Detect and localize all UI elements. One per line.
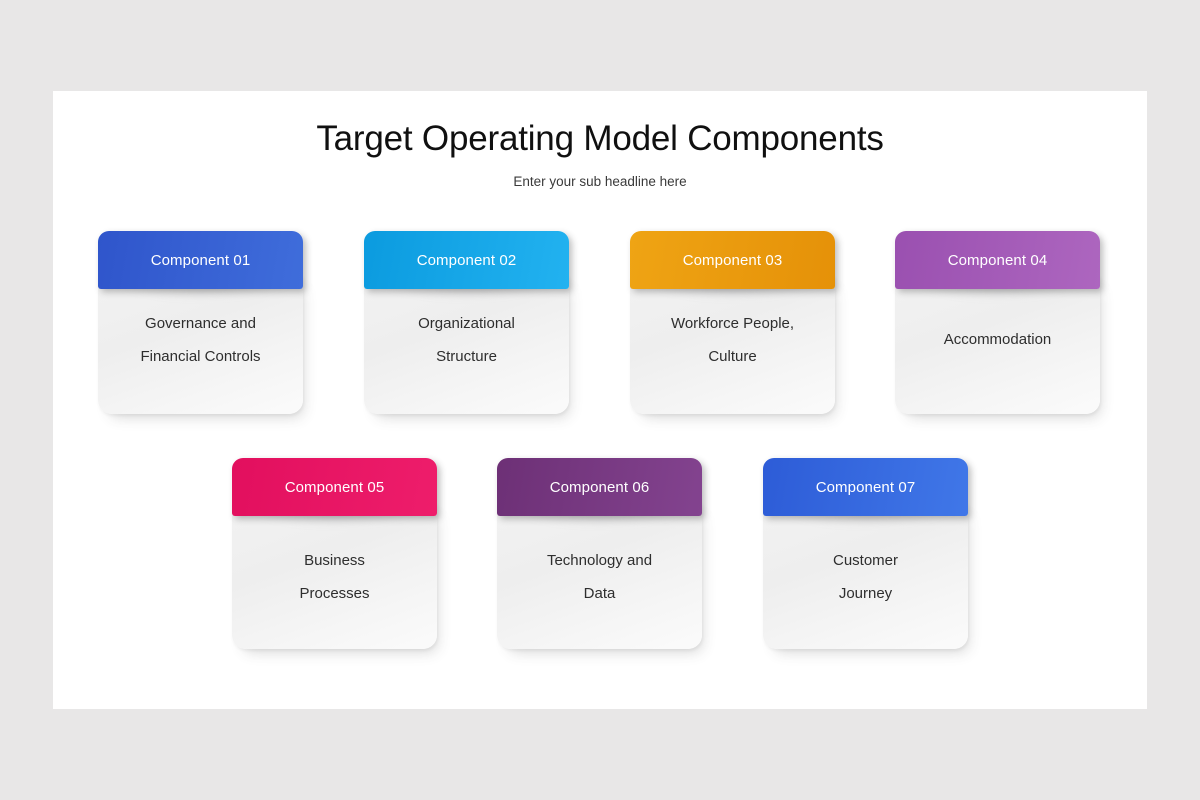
card-header-label-6: Component 06 (549, 478, 650, 496)
card-body-text-1: Governance and Financial Controls (140, 315, 261, 365)
card-header-6[interactable]: Component 06 (497, 458, 702, 516)
card-header-label-3: Component 03 (682, 251, 783, 269)
card-body-text-7: Customer Journey (832, 552, 899, 602)
card-body-6: Technology and Data (497, 502, 702, 649)
card-header-1[interactable]: Component 01 (98, 231, 303, 289)
card-body-1: Governance and Financial Controls (98, 275, 303, 414)
card-header-2[interactable]: Component 02 (364, 231, 569, 289)
page-title: Target Operating Model Components (316, 119, 884, 158)
page-subtitle: Enter your sub headline here (513, 174, 687, 189)
slide-canvas: Target Operating Model Components Enter … (53, 91, 1147, 709)
card-header-label-5: Component 05 (284, 478, 385, 496)
card-body-5: Business Processes (232, 502, 437, 649)
card-header-label-1: Component 01 (150, 251, 251, 269)
card-header-label-7: Component 07 (815, 478, 916, 496)
card-body-4: Accommodation (895, 275, 1100, 414)
card-body-text-5: Business Processes (299, 552, 370, 602)
card-header-label-4: Component 04 (947, 251, 1048, 269)
card-body-text-3: Workforce People, Culture (670, 315, 795, 365)
card-body-7: Customer Journey (763, 502, 968, 649)
card-body-text-6: Technology and Data (546, 552, 653, 602)
card-header-4[interactable]: Component 04 (895, 231, 1100, 289)
card-header-5[interactable]: Component 05 (232, 458, 437, 516)
card-body-text-2: Organizational Structure (418, 315, 515, 365)
card-body-text-4: Accommodation (943, 331, 1052, 348)
card-body-3: Workforce People, Culture (630, 275, 835, 414)
card-header-label-2: Component 02 (416, 251, 517, 269)
card-header-7[interactable]: Component 07 (763, 458, 968, 516)
card-header-3[interactable]: Component 03 (630, 231, 835, 289)
card-body-2: Organizational Structure (364, 275, 569, 414)
